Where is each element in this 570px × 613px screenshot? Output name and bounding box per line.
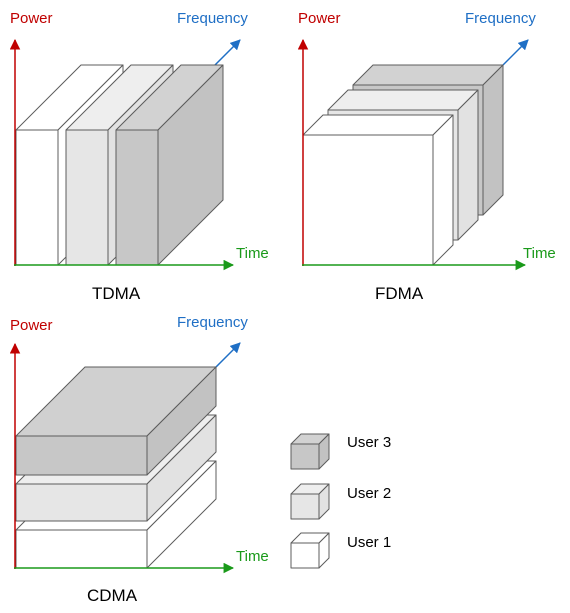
tdma-power-label: Power [10,10,53,27]
cdma-panel: Power Frequency Time CDMA [9,314,269,605]
fdma-frequency-label: Frequency [465,10,536,27]
tdma-panel: Power Frequency Time TDMA [9,10,269,303]
tdma-user3-block [115,64,224,266]
legend-user3: User 3 [290,433,391,470]
legend-user2: User 2 [290,483,391,520]
fdma-user1-block [302,114,454,266]
legend-user2-label: User 2 [347,485,391,502]
tdma-frequency-label: Frequency [177,10,248,27]
cdma-title: CDMA [87,586,138,605]
cdma-power-label: Power [10,317,53,334]
fdma-panel: Power Frequency Time FDMA [297,10,556,303]
legend-user3-label: User 3 [347,434,391,451]
legend-user1-label: User 1 [347,534,391,551]
fdma-title: FDMA [375,284,424,303]
legend: User 3 User 2 User 1 [290,433,391,569]
fdma-time-label: Time [523,245,556,262]
cdma-frequency-label: Frequency [177,314,248,331]
cdma-time-label: Time [236,548,269,565]
tdma-time-label: Time [236,245,269,262]
fdma-power-label: Power [298,10,341,27]
tdma-title: TDMA [92,284,141,303]
legend-user1: User 1 [290,532,391,569]
cdma-user3-block [15,366,217,476]
